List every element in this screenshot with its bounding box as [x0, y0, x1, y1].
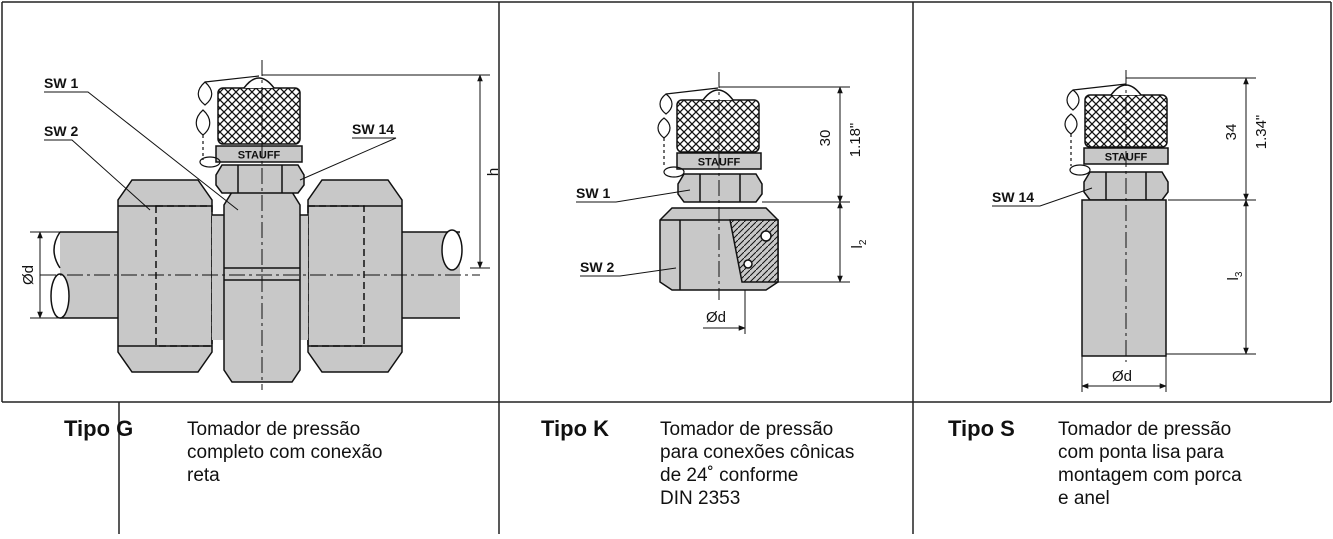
- dim-od-label: Ød: [706, 309, 726, 326]
- panel-tipo-g-drawing: STAUFF h: [20, 60, 502, 390]
- chain: [657, 87, 719, 178]
- panel-tipo-s-drawing: STAUFF 34 1.34" l3 Ød: [992, 70, 1270, 392]
- type-label-g: Tipo G: [64, 416, 134, 441]
- center-lines: [40, 60, 480, 390]
- knurled-cap: [217, 77, 301, 145]
- type-label-s: Tipo S: [948, 416, 1015, 441]
- description-g: Tomador de pressão completo com conexão …: [187, 419, 383, 486]
- plain-stem: [1081, 199, 1167, 357]
- leader-line: [992, 187, 1093, 207]
- right-nut: [307, 179, 403, 373]
- chain: [1064, 83, 1127, 176]
- left-nut: [117, 179, 213, 373]
- central-body: [212, 191, 308, 383]
- dim-l2-label: l2: [849, 239, 869, 248]
- sw2-label: SW 2: [580, 259, 614, 275]
- dim-118-label: 1.18": [847, 123, 864, 158]
- leader-lines: [44, 91, 397, 211]
- sw1-label: SW 1: [44, 75, 78, 91]
- type-label-k: Tipo K: [541, 416, 610, 441]
- brand-label: STAUFF: [238, 150, 281, 162]
- dim-30-label: 30: [817, 130, 834, 147]
- sw14-label: SW 14: [992, 189, 1034, 205]
- dim-34-label: 34: [1223, 124, 1240, 141]
- chain: [195, 75, 260, 168]
- panel-tipo-k-drawing: STAUFF: [576, 72, 869, 334]
- dim-h: [262, 74, 490, 269]
- dim-od-label: Ød: [1112, 368, 1132, 385]
- brand-band: STAUFF: [215, 145, 303, 163]
- dim-l3-label: l3: [1225, 271, 1245, 280]
- dim-lines: [1081, 77, 1256, 392]
- dim-h-label: h: [485, 168, 502, 176]
- description-s: Tomador de pressão com ponta lisa para m…: [1058, 419, 1242, 509]
- dim-od-label: Ød: [20, 265, 37, 285]
- dim-134-label: 1.34": [1253, 115, 1270, 150]
- dim-lines: [703, 86, 850, 334]
- sw1-hex: [677, 173, 763, 203]
- description-k: Tomador de pressão para conexões cônicas…: [660, 419, 855, 509]
- knurled-cap: [676, 89, 760, 153]
- sw2-label: SW 2: [44, 123, 78, 139]
- dim-od: [30, 231, 62, 319]
- sw14-hex: [215, 164, 305, 194]
- leader-lines: [576, 189, 691, 277]
- sw14-label: SW 14: [352, 121, 394, 137]
- sw1-label: SW 1: [576, 185, 610, 201]
